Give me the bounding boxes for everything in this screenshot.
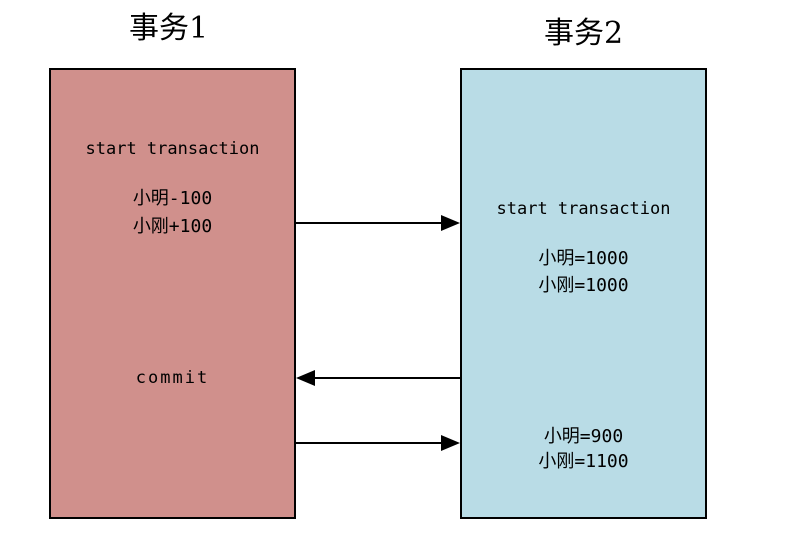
transaction1-start-label: start transaction	[85, 139, 260, 159]
arrowhead-right-icon	[441, 215, 460, 231]
arrow-line	[296, 442, 443, 444]
transaction1-title: 事务1	[128, 11, 209, 46]
arrowhead-left-icon	[296, 370, 315, 386]
transaction1-commit-label: commit	[135, 368, 210, 388]
transaction1-box: start transaction 小明-100 小刚+100 commit	[49, 68, 296, 519]
arrow-line	[296, 222, 443, 224]
transaction2-second-read-values: 小明=900 小刚=1100	[538, 426, 629, 472]
transaction2-title: 事务2	[543, 16, 624, 51]
transaction1-operations: 小明-100 小刚+100	[132, 188, 213, 237]
arrow-line	[314, 377, 460, 379]
transaction2-first-read-values: 小明=1000 小刚=1000	[538, 248, 629, 296]
transaction2-box: start transaction 小明=1000 小刚=1000 小明=900…	[460, 68, 707, 519]
arrowhead-right-icon	[441, 435, 460, 451]
transaction2-start-label: start transaction	[496, 199, 671, 219]
